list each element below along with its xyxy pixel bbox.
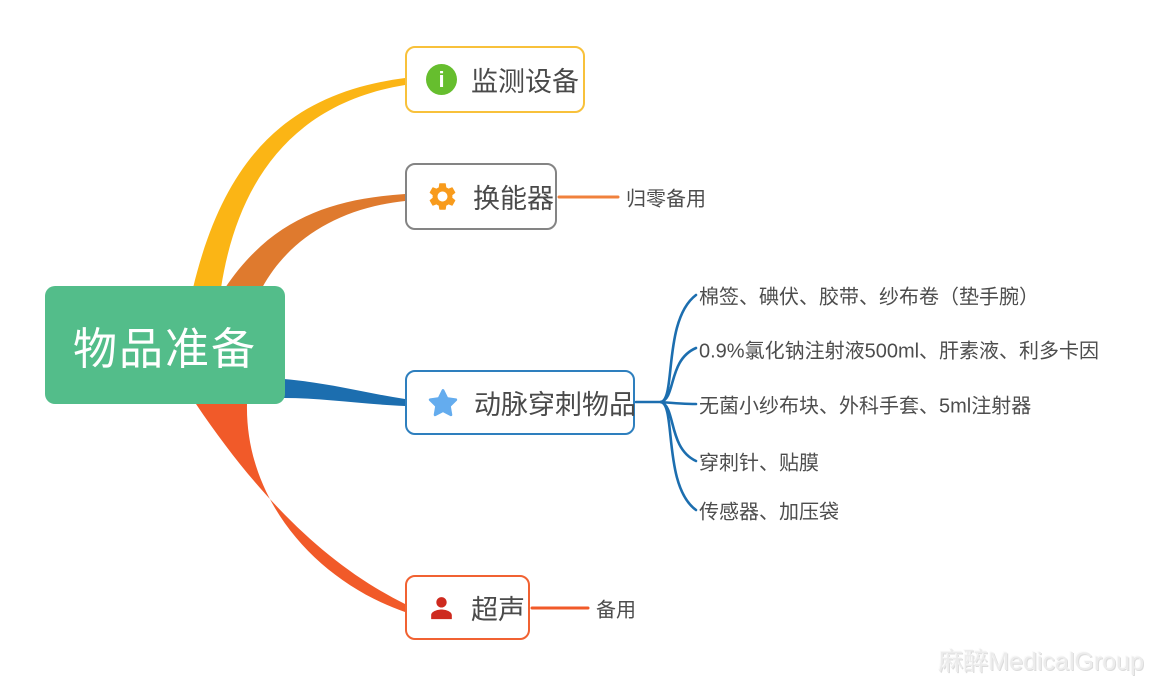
info-icon: i [426, 64, 457, 95]
branch-curve-ultrasound [196, 404, 405, 612]
leaf-node-arterial-1[interactable]: 棉签、碘伏、胶带、纱布卷（垫手腕） [699, 286, 1039, 309]
link-arterial-child-1 [659, 293, 698, 404]
branch-curve-transducer [225, 194, 405, 288]
topic-label: 监测设备 [471, 67, 579, 97]
leaf-node-arterial-4[interactable]: 穿刺针、贴膜 [699, 452, 819, 475]
topic-node-monitor[interactable]: i 监测设备 [405, 46, 585, 113]
leaf-node-arterial-5[interactable]: 传感器、加压袋 [699, 501, 839, 524]
link-arterial-child-4 [659, 400, 698, 463]
topic-label: 换能器 [473, 184, 554, 214]
root-node[interactable]: 物品准备 [45, 286, 285, 404]
link-arterial-child-2 [659, 346, 698, 404]
topic-label: 动脉穿刺物品 [474, 390, 636, 420]
branch-curve-arterial [284, 379, 405, 406]
watermark: 麻醉MedicalGroup [938, 648, 1144, 676]
info-icon-glyph: i [438, 66, 445, 92]
topic-node-ultrasound[interactable]: 超声 [405, 575, 530, 640]
topic-label: 超声 [471, 595, 525, 625]
leaf-node-ultrasound-backup[interactable]: 备用 [596, 599, 636, 622]
gear-icon [426, 180, 459, 213]
branch-curve-monitor [193, 78, 405, 288]
leaf-node-arterial-3[interactable]: 无菌小纱布块、外科手套、5ml注射器 [699, 395, 1032, 418]
star-icon [426, 386, 460, 420]
link-arterial-child-5 [659, 400, 698, 512]
root-node-label: 物品准备 [73, 325, 257, 374]
topic-node-transducer[interactable]: 换能器 [405, 163, 557, 230]
topic-node-arterial[interactable]: 动脉穿刺物品 [405, 370, 636, 435]
link-arterial-child-3 [659, 400, 698, 406]
leaf-node-arterial-2[interactable]: 0.9%氯化钠注射液500ml、肝素液、利多卡因 [699, 340, 1100, 363]
person-icon [426, 592, 457, 623]
leaf-node-transducer-zero[interactable]: 归零备用 [626, 188, 706, 211]
